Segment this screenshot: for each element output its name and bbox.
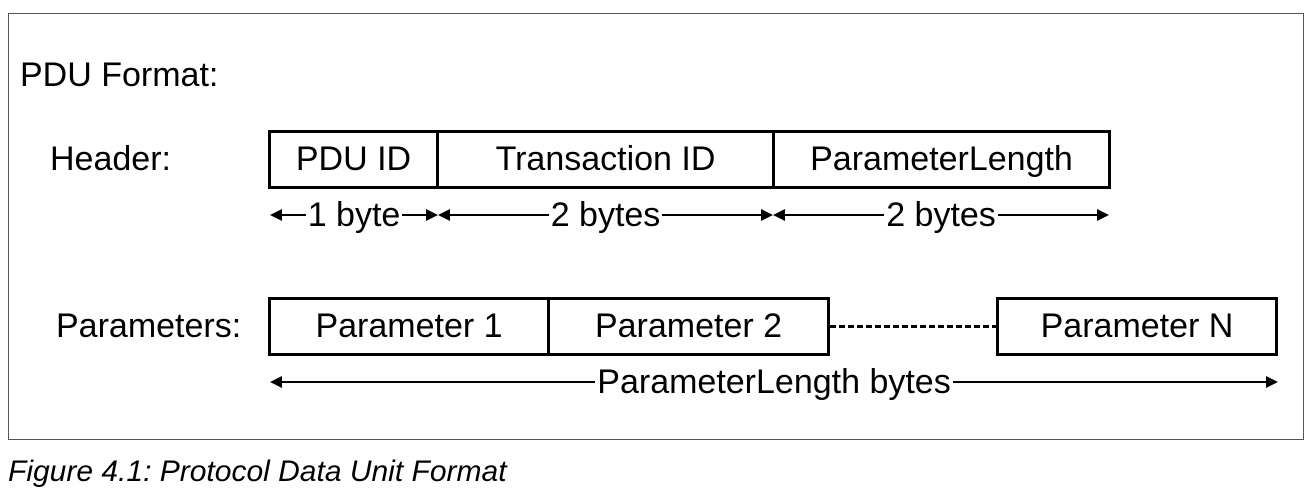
arrow-right-icon (426, 209, 438, 221)
dimension-line (785, 214, 885, 216)
size-label: 2 bytes (886, 196, 996, 234)
ellipsis-dashes (830, 325, 998, 328)
size-transaction-id: 2 bytes (438, 195, 773, 235)
size-label: ParameterLength bytes (597, 363, 951, 401)
field-parameter-length: ParameterLength (775, 130, 1111, 189)
arrow-right-icon (761, 209, 773, 221)
dimension-line (282, 214, 306, 216)
figure-caption: Figure 4.1: Protocol Data Unit Format (8, 455, 507, 488)
header-fields: PDU ID Transaction ID ParameterLength (268, 130, 1111, 189)
field-parameter-1: Parameter 1 (268, 297, 550, 356)
diagram-frame (8, 13, 1304, 440)
parameters-label: Parameters: (56, 307, 242, 345)
dimension-line (450, 214, 549, 216)
size-parameter-length: 2 bytes (773, 195, 1109, 235)
arrow-left-icon (773, 209, 785, 221)
arrow-right-icon (1097, 209, 1109, 221)
dimension-line (282, 381, 596, 383)
size-label: 2 bytes (550, 196, 661, 234)
arrow-left-icon (270, 209, 282, 221)
field-parameter-n: Parameter N (996, 297, 1278, 356)
dimension-line (402, 214, 426, 216)
parameter-last-field: Parameter N (996, 297, 1278, 356)
size-pdu-id: 1 byte (270, 195, 438, 235)
parameter-fields: Parameter 1 Parameter 2 (268, 297, 830, 356)
arrow-left-icon (438, 209, 450, 221)
arrow-left-icon (270, 376, 282, 388)
dimension-line (952, 381, 1266, 383)
size-parameters: ParameterLength bytes (270, 362, 1278, 402)
field-pdu-id: PDU ID (268, 130, 439, 189)
dimension-line (997, 214, 1097, 216)
field-parameter-2: Parameter 2 (550, 297, 830, 356)
diagram-title: PDU Format: (20, 56, 219, 94)
arrow-right-icon (1266, 376, 1278, 388)
size-label: 1 byte (307, 196, 401, 234)
header-label: Header: (50, 140, 171, 178)
field-transaction-id: Transaction ID (439, 130, 775, 189)
dimension-line (662, 214, 761, 216)
